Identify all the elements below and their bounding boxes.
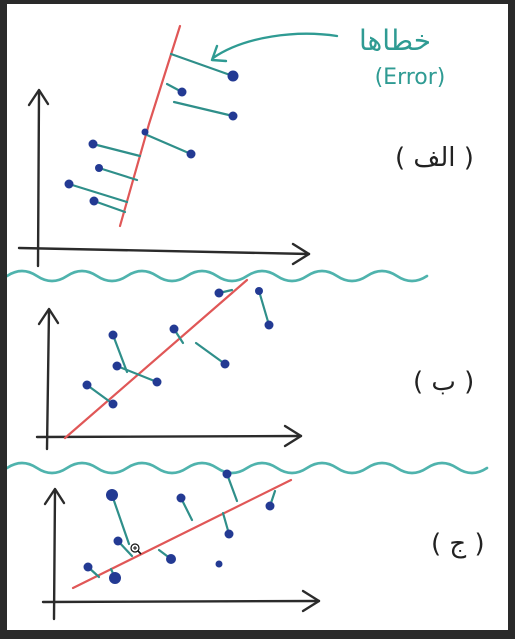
panel-c: ( ج ): [41, 469, 485, 621]
drawing-sheet: ( الف ) خطاها (Error): [7, 4, 508, 630]
error-label-english: (Error): [375, 65, 446, 90]
panel-a-label: ( الف ): [395, 143, 474, 173]
panel-a-residuals: [67, 52, 235, 214]
panel-c-axes: [41, 487, 321, 621]
panel-c-label: ( ج ): [431, 529, 485, 559]
divider-wave-1: [7, 269, 429, 283]
panel-a-points: [64, 70, 239, 206]
panel-b: ( ب ): [35, 278, 474, 451]
panel-c-fit-line: [71, 478, 293, 590]
panel-b-fit-line: [63, 278, 249, 440]
error-annotation: خطاها (Error): [210, 24, 446, 90]
panel-a: ( الف ): [17, 24, 474, 268]
panel-c-residuals: [86, 472, 277, 580]
panel-a-axes: [17, 88, 311, 268]
error-arrow: [211, 32, 339, 60]
diagram-canvas: ( الف ) خطاها (Error): [7, 24, 489, 621]
panel-b-label: ( ب ): [413, 367, 474, 397]
panel-c-points: [83, 469, 275, 584]
panel-b-residuals: [85, 288, 271, 406]
error-label-arabic: خطاها: [359, 24, 431, 57]
zoom-cursor-icon: [130, 543, 142, 555]
divider-wave-2: [7, 461, 489, 475]
panel-b-axes: [35, 307, 303, 451]
panel-a-fit-line: [118, 24, 182, 228]
panel-b-points: [82, 287, 274, 409]
